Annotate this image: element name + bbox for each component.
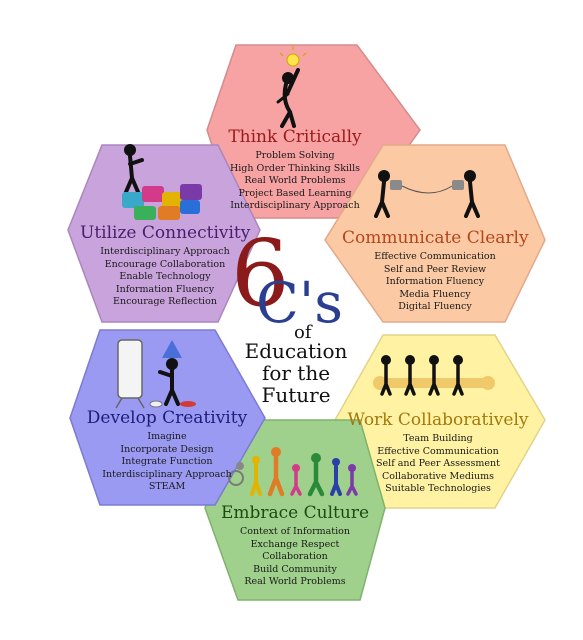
hex-item: Interdisciplinary Approach	[100, 246, 230, 257]
hex-item: Interdisciplinary Approach	[230, 200, 360, 211]
hex-item: Information Fluency	[385, 276, 485, 287]
hex-item: Effective Communication	[374, 251, 496, 262]
hex-item: STEAM	[148, 481, 186, 492]
hex-embrace	[204, 419, 386, 601]
hex-item: Suitable Technologies	[385, 483, 491, 494]
hex-item: Information Fluency	[115, 283, 215, 295]
center-subtitle: Education for the Future	[236, 340, 356, 406]
hex-item: Media Fluency	[399, 288, 471, 300]
hex-item: Build Community	[253, 563, 337, 575]
diverse-people-icon	[228, 447, 358, 497]
hex-item: High Order Thinking Skills	[229, 162, 361, 174]
hex-item: Imagine	[147, 431, 187, 442]
hex-text-utilize: Utilize Connectivity Interdisciplinary A…	[80, 223, 250, 309]
hex-communicate	[324, 144, 546, 323]
center-line-1: Education	[244, 339, 348, 363]
teamwork-figures-icon	[373, 355, 495, 396]
hex-item: Project Based Learning	[238, 187, 352, 199]
center-of: of	[294, 322, 312, 343]
hex-item: Integrate Function	[121, 456, 213, 467]
hex-item: Self and Peer Review	[383, 263, 487, 275]
hex-item: Team Building	[403, 433, 473, 444]
hex-utilize	[67, 144, 261, 323]
hex-title-think: Think Critically	[228, 127, 362, 147]
thinker-lightbulb-icon	[276, 46, 307, 128]
hex-item: Real World Problems	[244, 175, 346, 186]
hex-item: Context of Information	[239, 526, 350, 537]
center-line-3: Future	[261, 383, 331, 407]
center-line-2: for the	[261, 361, 331, 385]
hex-title-communicate: Communicate Clearly	[342, 228, 529, 248]
hex-item: Digital Fluency	[398, 301, 472, 312]
hex-item: Collaboration	[262, 551, 328, 562]
hex-item: Encourage Reflection	[113, 296, 217, 307]
hex-text-communicate: Communicate Clearly Effective Communicat…	[342, 228, 529, 314]
hex-item: Exchange Respect	[250, 538, 340, 550]
hex-item: Interdisciplinary Approach	[102, 468, 232, 480]
hex-item: Effective Communication	[377, 445, 499, 457]
puzzle-pieces-icon	[122, 144, 202, 220]
hex-item: Enable Technology	[119, 271, 211, 282]
hex-item: Encourage Collaboration	[104, 258, 226, 270]
hex-title-develop: Develop Creativity	[86, 408, 248, 428]
hex-item: Incorporate Design	[120, 443, 214, 455]
can-telephone-icon	[374, 170, 480, 218]
hex-item: Real World Problems	[244, 576, 346, 587]
hex-item: Problem Solving	[255, 150, 335, 161]
hex-item: Self and Peer Assessment	[376, 458, 500, 469]
mirror-party-figure-icon	[115, 339, 196, 409]
hex-title-utilize: Utilize Connectivity	[80, 223, 251, 243]
hex-title-work: Work Collaboratively	[347, 410, 529, 430]
center-six: 6	[231, 220, 290, 327]
hex-item: Collaborative Mediums	[381, 470, 495, 482]
center-cs: C's	[256, 271, 343, 336]
hex-title-embrace: Embrace Culture	[220, 503, 370, 523]
